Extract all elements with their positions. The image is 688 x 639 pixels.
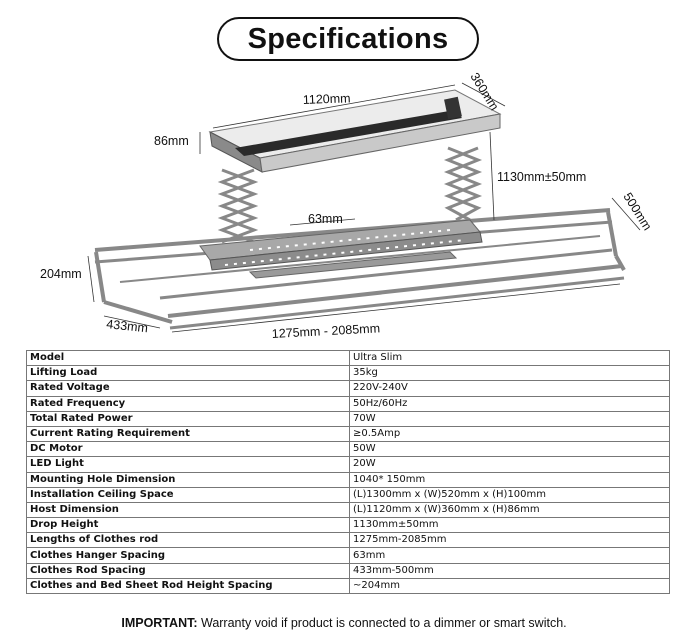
spec-value: Ultra Slim (349, 349, 670, 367)
spec-label: Installation Ceiling Space (26, 486, 350, 503)
spec-label: Clothes Hanger Spacing (26, 547, 350, 564)
spec-value: 20W (349, 456, 670, 473)
right-scissor-arm (443, 146, 483, 222)
spec-value: 433mm-500mm (349, 562, 670, 579)
spec-label: Host Dimension (26, 501, 350, 519)
spec-value: 63mm (349, 547, 670, 564)
rack-frame (94, 208, 626, 330)
spec-row: Clothes and Bed Sheet Rod Height Spacing… (26, 577, 670, 595)
spec-label: Current Rating Requirement (26, 425, 350, 443)
spec-row: Installation Ceiling Space(L)1300mm x (W… (26, 486, 670, 503)
spec-value: 50Hz/60Hz (349, 395, 670, 412)
spec-value: 1275mm-2085mm (349, 532, 670, 549)
dim-drop-height: 1130mm±50mm (497, 170, 586, 184)
spec-label: Total Rated Power (26, 410, 350, 427)
spec-value: 220V-240V (349, 380, 670, 397)
spec-label: Clothes Rod Spacing (26, 562, 350, 579)
notice-text: Warranty void if product is connected to… (197, 616, 567, 630)
dim-rod-length: 1275mm - 2085mm (271, 321, 380, 341)
spec-label: Drop Height (26, 517, 350, 534)
spec-value: 70W (349, 410, 670, 427)
spec-label: Lengths of Clothes rod (26, 532, 350, 549)
host-unit (208, 89, 502, 173)
notice-prefix: IMPORTANT: (121, 616, 198, 630)
spec-label: Clothes and Bed Sheet Rod Height Spacing (26, 577, 350, 595)
page-title: Specifications (217, 17, 479, 61)
spec-label: Mounting Hole Dimension (26, 471, 350, 488)
spec-value: ~204mm (349, 577, 670, 595)
spec-value: ≥0.5Amp (349, 425, 670, 443)
led-light-bar (199, 219, 483, 279)
spec-value: (L)1120mm x (W)360mm x (H)86mm (349, 501, 670, 519)
dim-hanger-spacing: 63mm (308, 212, 343, 226)
dim-host-length: 1120mm (303, 91, 351, 107)
product-dimension-diagram: 1120mm 360mm 86mm 1130mm±50mm 500mm 63mm… (0, 70, 688, 345)
spec-label: Rated Frequency (26, 395, 350, 412)
spec-row: Host Dimension(L)1120mm x (W)360mm x (H)… (26, 501, 670, 519)
dim-bed-sheet-height: 204mm (40, 267, 82, 281)
spec-value: (L)1300mm x (W)520mm x (H)100mm (349, 486, 670, 503)
spec-value: 1130mm±50mm (349, 517, 670, 534)
spec-value: 50W (349, 441, 670, 458)
spec-value: 35kg (349, 365, 670, 382)
dimension-guides (87, 82, 641, 333)
dim-rod-spacing: 433mm (106, 317, 149, 335)
spec-label: Model (26, 349, 350, 367)
spec-label: LED Light (26, 456, 350, 473)
spec-label: Rated Voltage (26, 380, 350, 397)
warranty-notice: IMPORTANT: Warranty void if product is c… (0, 616, 688, 630)
spec-label: Lifting Load (26, 365, 350, 382)
spec-label: DC Motor (26, 441, 350, 458)
spec-row: Current Rating Requirement≥0.5Amp (26, 425, 670, 443)
dim-host-height: 86mm (154, 134, 189, 148)
left-scissor-arm (217, 168, 259, 244)
spec-value: 1040* 150mm (349, 471, 670, 488)
